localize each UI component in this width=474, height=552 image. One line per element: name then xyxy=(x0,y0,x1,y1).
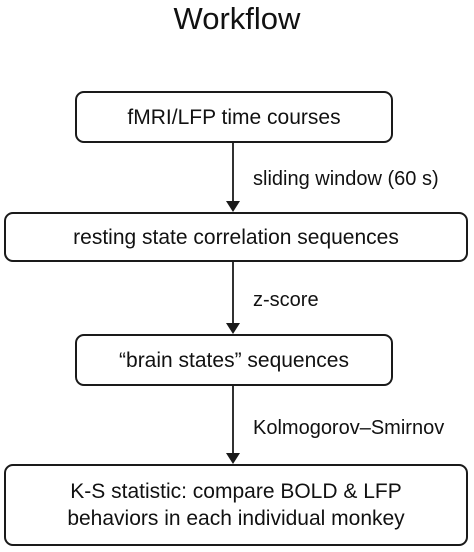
diagram-title: Workflow xyxy=(173,1,301,36)
arrowhead-1 xyxy=(226,201,240,212)
step-label: resting state correlation sequences xyxy=(73,225,399,249)
arrowhead-3 xyxy=(226,453,240,464)
step-ks-statistic: K-S statistic: compare BOLD & LFP behavi… xyxy=(4,464,468,546)
arrowhead-2 xyxy=(226,323,240,334)
step-label: fMRI/LFP time courses xyxy=(127,105,341,129)
step-brain-states: “brain states” sequences xyxy=(75,334,393,386)
transition-label-kolmogorov-smirnov: Kolmogorov–Smirnov xyxy=(253,417,445,439)
step-label: K-S statistic: compare BOLD & LFP behavi… xyxy=(67,480,405,530)
step-time-courses: fMRI/LFP time courses xyxy=(75,91,393,143)
transition-label-z-score: z-score xyxy=(253,289,319,311)
transition-label-sliding-window: sliding window (60 s) xyxy=(253,168,439,190)
step-label: “brain states” sequences xyxy=(119,348,349,372)
step-correlation-sequences: resting state correlation sequences xyxy=(4,212,468,262)
